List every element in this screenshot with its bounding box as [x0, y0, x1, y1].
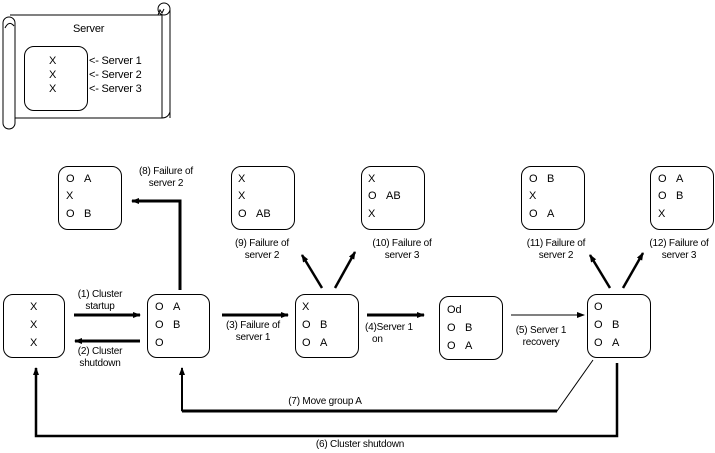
state-row: O: [594, 301, 603, 313]
state-box-server1-on: [439, 296, 503, 360]
legend-state: X: [49, 55, 57, 67]
arrow-cluster-shutdown-6: [34, 363, 619, 438]
state-row: X: [30, 319, 38, 331]
state-box-9: [231, 166, 295, 230]
state-box-server1-failed: [295, 294, 359, 358]
legend-state: X: [49, 83, 57, 95]
state-row: X: [529, 190, 537, 202]
state-row: X: [368, 173, 376, 185]
state-row: X: [368, 208, 376, 220]
state-row: X: [302, 301, 310, 313]
legend-row: X: [49, 69, 56, 81]
state-row: X: [238, 173, 246, 185]
arrow-failure-server2-s8: [131, 198, 182, 290]
legend-row: X: [49, 83, 56, 95]
arrow-failure-9: [300, 254, 324, 289]
state-box-11: [521, 166, 585, 230]
state-row: X: [66, 190, 74, 202]
legend-label: <- Server 3: [89, 83, 142, 95]
arrow-move-group-a: [181, 359, 594, 412]
state-row: O: [155, 337, 164, 349]
arrow-failure-11: [588, 254, 612, 289]
state-row: Od: [447, 304, 462, 316]
legend-box: [24, 46, 88, 111]
state-box-running: [147, 294, 210, 358]
legend-label: <- Server 1: [89, 55, 142, 67]
label-t7: (7) Move group A: [288, 396, 362, 407]
state-box-8: [58, 166, 122, 230]
state-box-10: [361, 166, 425, 230]
state-box-12: [650, 166, 714, 230]
arrow-failure-10: [333, 251, 357, 289]
state-box-recovered: [587, 294, 651, 358]
arrow-failure-12: [621, 252, 645, 289]
legend-scroll: [2, 2, 171, 130]
label-t6: (6) Cluster shutdown: [315, 439, 405, 450]
legend-state: X: [49, 69, 57, 81]
state-row: X: [658, 208, 666, 220]
legend-row: X: [49, 55, 56, 67]
state-box-initial: [3, 294, 65, 358]
state-row: X: [30, 301, 38, 313]
state-row: X: [30, 337, 38, 349]
state-row: X: [238, 190, 246, 202]
legend-title: Server: [73, 23, 105, 35]
legend-label: <- Server 2: [89, 69, 142, 81]
